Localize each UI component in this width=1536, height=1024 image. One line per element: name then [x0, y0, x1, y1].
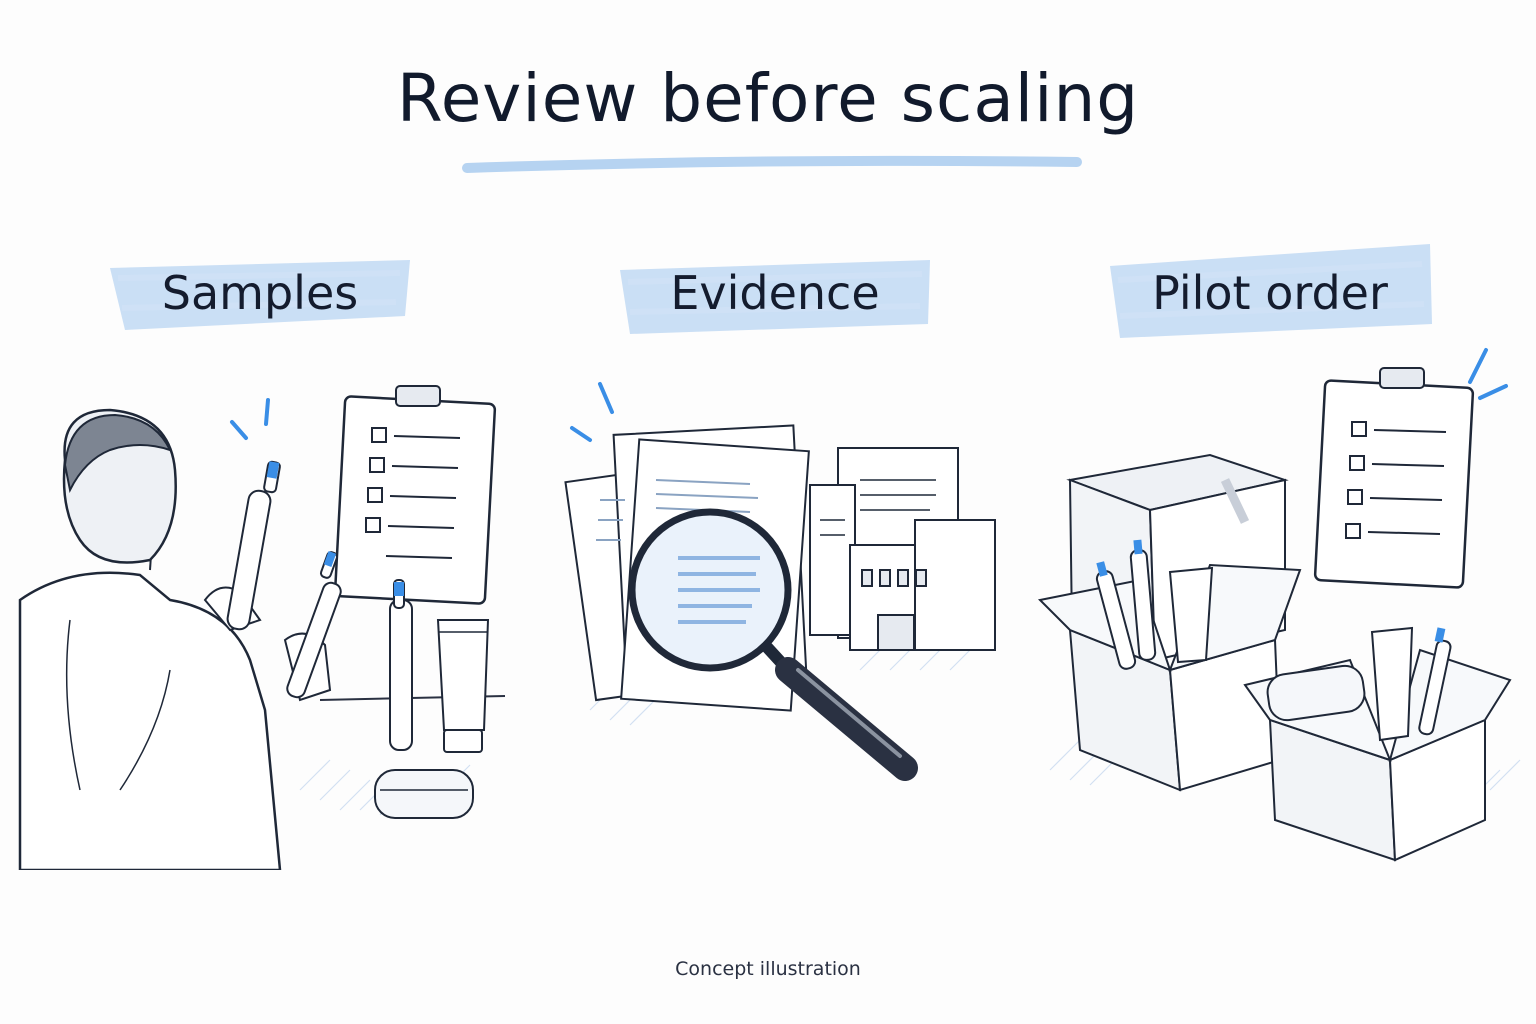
person-figure	[18, 408, 332, 870]
panel-samples-header: Samples	[100, 238, 540, 348]
panel-evidence-header: Evidence	[610, 238, 1050, 348]
caption: Concept illustration	[675, 958, 861, 980]
title-underline	[462, 155, 1082, 173]
open-box-icon	[1243, 648, 1512, 862]
brush-highlight	[620, 260, 930, 334]
handheld-toothbrush-icon	[286, 551, 342, 699]
travel-case-icon	[1266, 664, 1366, 722]
evidence-illustration	[564, 382, 996, 781]
panel-label-evidence: Evidence	[670, 266, 880, 320]
sparkle-icon	[1468, 348, 1508, 400]
brush-highlight	[110, 260, 410, 330]
brush-highlight	[1110, 244, 1432, 338]
toothbrush-icon	[389, 579, 413, 751]
toothbrush-icon	[1418, 627, 1452, 736]
magnifying-glass-icon	[628, 508, 918, 781]
toothpaste-tube-icon	[436, 619, 490, 753]
brush-head-marks	[1096, 539, 1143, 577]
clipboard-icon	[1313, 367, 1475, 589]
sparkle-icon	[570, 382, 614, 442]
pilot-order-illustration	[1037, 348, 1521, 862]
sparkle-icon	[230, 398, 270, 440]
travel-case-icon	[374, 769, 474, 819]
panel-pilot-order-header: Pilot order	[1100, 238, 1536, 348]
handheld-toothbrush-icon	[226, 460, 281, 631]
panel-label-pilot-order: Pilot order	[1152, 266, 1388, 320]
toothpaste-tube-icon	[1370, 626, 1414, 742]
building-icon	[809, 447, 996, 651]
panel-label-samples: Samples	[161, 266, 359, 320]
samples-illustration	[18, 385, 506, 870]
page-title: Review before scaling	[396, 60, 1140, 137]
clipboard-icon	[333, 385, 497, 605]
toothpaste-tube-icon	[1168, 566, 1214, 664]
